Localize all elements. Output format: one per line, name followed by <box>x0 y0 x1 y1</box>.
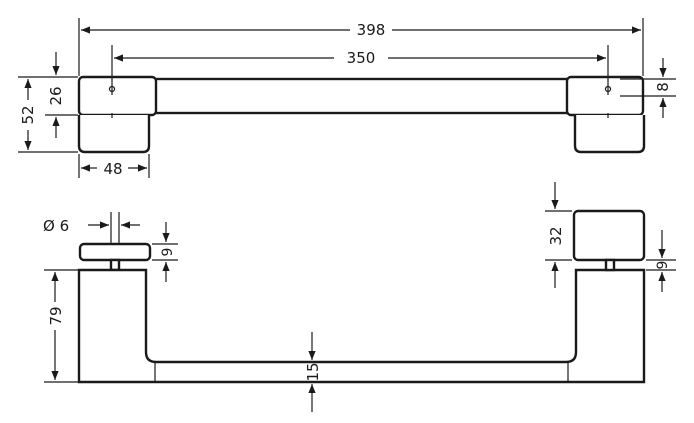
left-pin <box>109 258 121 272</box>
dim-text-9-left: 9 <box>160 248 176 257</box>
top-view <box>77 75 646 154</box>
dim-text-26: 26 <box>47 86 65 105</box>
dim-center-distance: 350 <box>111 45 609 95</box>
dim-text-398: 398 <box>357 21 386 39</box>
dim-grip-thickness: 15 <box>304 332 322 412</box>
dim-text-350: 350 <box>347 49 376 67</box>
dim-left-gap: 9 <box>152 222 178 282</box>
grab-bar-top <box>153 77 570 115</box>
dim-end-cap-height: 32 <box>545 182 572 288</box>
right-pin <box>604 258 616 272</box>
dim-bar-thickness: 8 <box>620 58 676 118</box>
left-end-cap <box>78 242 152 262</box>
dim-right-gap: 9 <box>646 230 676 292</box>
right-end-cap <box>572 209 646 262</box>
dim-text-diameter-6: Ø 6 <box>43 217 69 235</box>
dim-pin-diameter: Ø 6 <box>43 212 140 244</box>
dim-text-32: 32 <box>547 226 565 245</box>
dim-overall-length: 398 <box>78 18 644 76</box>
dim-bracket-width: 48 <box>78 154 150 178</box>
dim-text-79: 79 <box>47 306 65 325</box>
dim-arm-height: 79 <box>44 269 78 383</box>
left-wall-mount <box>77 115 151 154</box>
dim-text-9-right: 9 <box>655 261 671 270</box>
dim-heights-left: 52 26 <box>18 52 78 153</box>
dim-text-15: 15 <box>304 362 322 381</box>
grab-bar-side <box>77 268 646 384</box>
side-view <box>77 209 646 384</box>
right-wall-mount <box>573 115 646 154</box>
dim-text-52: 52 <box>19 105 37 124</box>
left-bracket-top <box>77 75 158 117</box>
dim-text-48: 48 <box>103 160 122 178</box>
dim-text-8: 8 <box>654 82 672 92</box>
